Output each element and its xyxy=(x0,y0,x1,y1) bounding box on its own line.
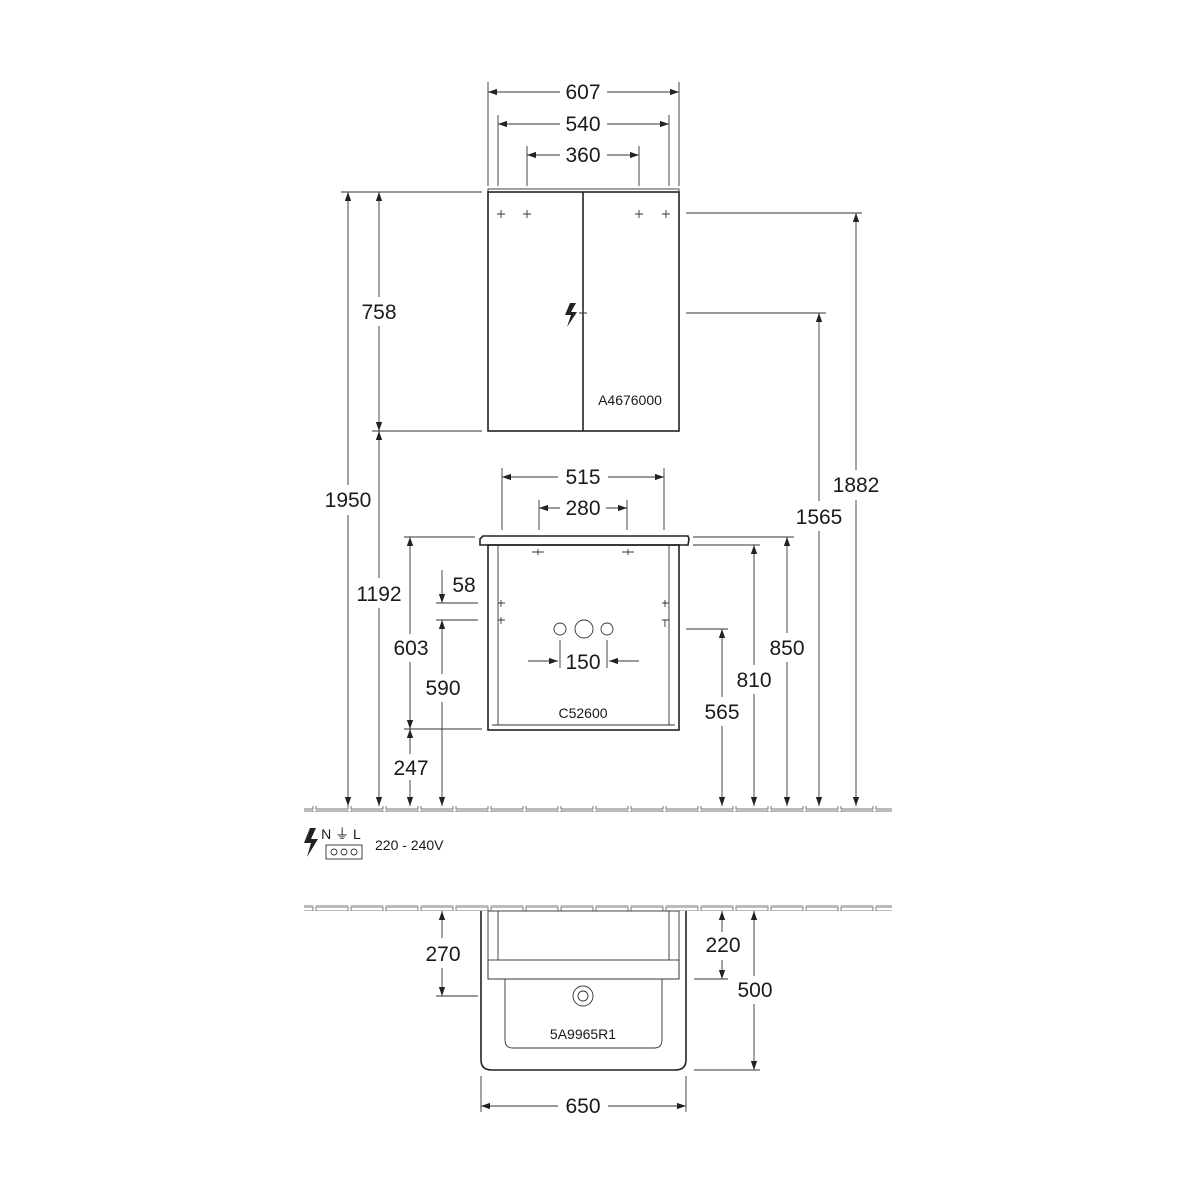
wall-line xyxy=(304,905,892,911)
voltage-label: 220 - 240V xyxy=(375,837,444,853)
basin-code: 5A9965R1 xyxy=(550,1026,616,1042)
dim-label: 1882 xyxy=(833,474,880,497)
dim-label: 650 xyxy=(565,1095,600,1118)
dim-150: 150 xyxy=(528,640,639,674)
dim-850: 850 xyxy=(693,536,805,806)
dim-label: 590 xyxy=(425,677,460,700)
dim-label: 220 xyxy=(705,934,740,957)
vanity-unit: C52600 xyxy=(479,535,690,731)
vanity-mount-points xyxy=(498,549,669,627)
dim-label: 270 xyxy=(425,943,460,966)
dim-650: 650 xyxy=(480,1076,687,1118)
dim-label: 58 xyxy=(452,574,475,597)
dim-label: 850 xyxy=(769,637,804,660)
dim-500: 500 xyxy=(694,911,773,1071)
dim-270: 270 xyxy=(425,911,478,997)
dim-540: 540 xyxy=(497,113,670,186)
dim-360: 360 xyxy=(526,144,640,186)
dim-label: 758 xyxy=(361,301,396,324)
pipe-connection-left xyxy=(553,622,567,636)
dim-247: 247 xyxy=(393,728,482,806)
bowl-outline xyxy=(504,979,663,1049)
dim-1192: 1192 xyxy=(356,431,402,806)
dim-280: 280 xyxy=(538,497,628,530)
dim-58: 58 xyxy=(436,570,478,621)
dim-label: 607 xyxy=(565,81,600,104)
dim-label: 500 xyxy=(737,979,772,1002)
mirror-code: A4676000 xyxy=(598,392,662,408)
dim-label: 1565 xyxy=(796,506,843,529)
vanity-top xyxy=(479,535,690,546)
mirror-mount-points xyxy=(497,210,670,317)
dim-label: 603 xyxy=(393,637,428,660)
pipe-connection-right xyxy=(600,622,614,636)
dim-label: 540 xyxy=(565,113,600,136)
dim-label: 360 xyxy=(565,144,600,167)
dim-1950: 1950 xyxy=(325,191,482,806)
dim-603: 603 xyxy=(393,536,475,729)
dim-label: 810 xyxy=(736,669,771,692)
dim-1565: 1565 xyxy=(686,312,843,806)
dim-810: 810 xyxy=(693,544,772,806)
dim-label: 280 xyxy=(565,497,600,520)
waste-connection xyxy=(574,619,594,639)
terminal-block xyxy=(325,844,363,860)
terminal-labels: N ⏚ L xyxy=(321,826,361,842)
vanity-code: C52600 xyxy=(558,705,607,721)
dim-515: 515 xyxy=(501,466,665,530)
dim-607: 607 xyxy=(487,81,680,186)
dim-1882: 1882 xyxy=(686,212,880,806)
dim-label: 1950 xyxy=(325,489,372,512)
basin-outline xyxy=(480,911,687,1071)
dim-565: 565 xyxy=(686,628,740,806)
dim-label: 565 xyxy=(704,701,739,724)
dim-758: 758 xyxy=(361,192,482,432)
dim-label: 1192 xyxy=(356,583,401,606)
dim-label: 150 xyxy=(565,651,600,674)
drain-icon xyxy=(572,985,594,1007)
drawer-outline xyxy=(487,910,680,980)
basin-plan: 5A9965R1 xyxy=(480,910,687,1071)
dim-label: 247 xyxy=(393,757,428,780)
mirror-cabinet: A4676000 xyxy=(487,188,680,432)
vanity-body xyxy=(487,544,680,731)
electrical-legend: N ⏚ L 220 - 240V xyxy=(304,826,444,860)
lightning-bolt-icon xyxy=(565,303,577,327)
floor-line xyxy=(304,806,892,812)
dim-label: 515 xyxy=(565,466,600,489)
lightning-bolt-icon xyxy=(304,828,318,857)
dim-590: 590 xyxy=(425,620,461,806)
dim-220: 220 xyxy=(694,911,741,980)
